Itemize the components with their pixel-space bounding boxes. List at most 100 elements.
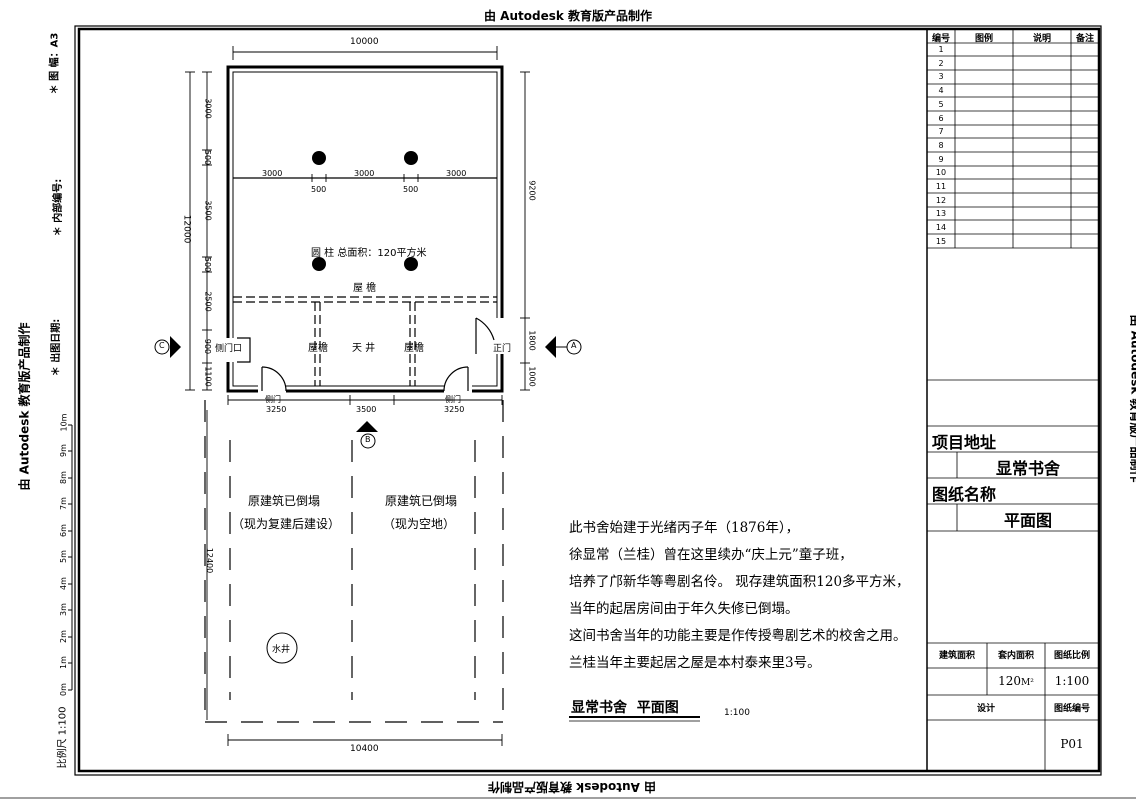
scale-tick-label: 10m [59,413,69,432]
building-area-label: 建筑面积 [938,651,975,661]
design-label: 设计 [976,704,995,714]
dim-row-span: 3000 [446,169,467,178]
legend-header-symbol: 图例 [974,34,993,44]
scale-tick-label: 3m [58,603,68,616]
building-walls [226,65,504,393]
legend-row-number: 4 [938,86,944,95]
eave-top-label: 屋 檐 [353,283,377,294]
indoor-area-label: 套内面积 [997,651,1034,661]
dimension-lines [185,46,530,746]
drawing-name-value: 平面图 [1003,511,1052,530]
dim-row-span: 3000 [262,169,283,178]
indoor-area-number: 120 [998,674,1022,688]
dim-right-top: 9200 [527,180,537,201]
legend-row-number: 8 [938,141,944,150]
well-label: 水井 [272,645,291,655]
dim-row-span: 3000 [354,169,375,178]
dim-right-mid: 1800 [527,330,537,351]
title-block-grid [927,379,1099,771]
lot-boundary [204,400,504,723]
dim-lot-height: 12400 [205,547,215,574]
plan-scale: 1:100 [724,708,750,718]
dim-top-width: 10000 [350,37,379,47]
legend-row-number: 1 [938,45,944,54]
scale-bar [68,424,73,691]
door-swings [237,317,495,392]
legend-row-number: 3 [938,72,944,81]
legend-row-number: 10 [935,168,947,177]
scale-tick-label: 0m [58,683,68,696]
scale-tick-label: 6m [58,524,68,537]
dim-left-total: 12000 [181,214,192,244]
legend-row-number: 12 [935,196,947,205]
legend-table [927,29,1099,249]
well-circle [266,632,298,664]
column-2 [404,151,418,165]
description-line: 此书舍始建于光绪丙子年（1876年）， [569,520,800,536]
ruin-left-line-2: （现为复建后建设） [232,517,341,531]
project-address-label: 项目地址 [932,433,997,452]
indoor-area-value: 120M² [987,674,1045,688]
dim-right-bot: 1000 [527,366,537,387]
eave-right-label: 屋檐 [404,343,424,354]
dim-col-gap: 500 [311,185,327,194]
scale-tick-label: 7m [58,497,68,510]
section-marker-c [154,336,181,358]
legend-header-no: 编号 [931,34,950,44]
legend-header-desc: 说明 [1032,34,1051,44]
dim-bottom-span: 3250 [266,405,287,414]
side-door-1-label: 侧门 [265,395,281,404]
section-marker-b [356,421,378,449]
legend-row-number: 9 [938,155,944,164]
project-address-value: 显常书舍 [995,459,1060,478]
marker-a-label: A [571,341,577,350]
indoor-area-unit: M² [1021,678,1034,688]
dim-left-seg: 2500 [203,291,213,312]
description-line: 培养了邝新华等粤剧名伶。 现存建筑面积120多平方米， [569,574,910,590]
watermark-top: 由 Autodesk 教育版产品制作 [484,9,653,23]
scale-tick-label: 4m [58,577,68,590]
drawing-scale-value: 1:100 [1054,674,1090,688]
legend-row-number: 11 [935,182,947,191]
description-line: 徐显常（兰桂）曾在这里续办“庆上元”童子班， [569,547,853,563]
legend-row-number: 15 [935,237,947,246]
dim-left-seg: 3000 [203,98,213,119]
side-door-2-label: 侧门 [445,395,461,404]
column-3 [312,257,326,271]
description-line: 这间书舍当年的功能主要是作传授粤剧艺术的校舍之用。 [569,628,907,644]
eave-dashed [233,296,497,386]
dim-left-seg: 3500 [203,200,213,221]
dim-left-seg: 1100 [203,366,213,387]
legend-row-number: 14 [935,223,947,232]
legend-row-number: 5 [938,100,944,109]
dim-bottom-span: 3250 [444,405,465,414]
dim-col-gap: 500 [403,185,419,194]
drawing-name-label: 图纸名称 [932,485,997,504]
sheet-inner-border [77,27,1101,773]
column-1 [312,151,326,165]
dim-left-seg: 900 [203,338,213,355]
plan-title: 显常书舍 平面图 [571,700,679,716]
marker-c-label: C [159,341,165,350]
scale-tick-label: 2m [58,630,68,643]
dim-bottom-span: 3500 [356,405,377,414]
drawing-scale-label: 图纸比例 [1053,651,1090,661]
dim-left-seg: 500 [203,149,213,166]
eave-left-label: 屋檐 [308,343,328,354]
legend-header-remark: 备注 [1075,34,1094,44]
scale-tick-label: 5m [58,550,68,563]
main-door-label: 正门 [493,344,512,354]
legend-row-number: 6 [938,114,944,123]
ruin-right-line-1: 原建筑已倒塌 [385,494,458,508]
description-line: 当年的起居房间由于年久失修已倒塌。 [569,601,799,617]
legend-row-number: 13 [935,209,947,218]
marker-b-label: B [365,435,371,444]
column-note: 圆 柱 总面积：120平方米 [311,248,427,259]
drawing-no-value: P01 [1060,737,1084,751]
scale-tick-label: 1m [58,656,68,669]
sheet-outer-border [74,25,1102,776]
ruin-left-line-1: 原建筑已倒塌 [248,494,321,508]
drawing-no-label: 图纸编号 [1053,704,1090,714]
ruin-right-line-2: （现为空地） [383,517,456,531]
